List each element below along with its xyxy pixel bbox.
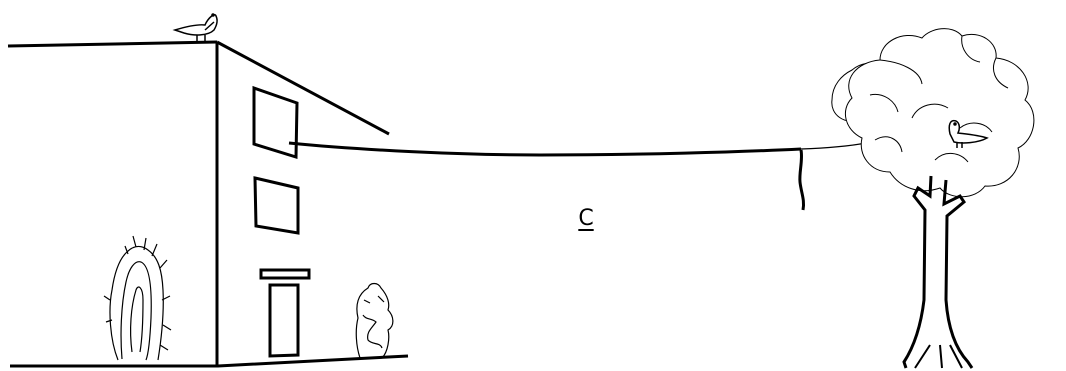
bush-left <box>103 235 172 361</box>
tree-crown <box>831 28 1035 198</box>
tree <box>831 28 1035 369</box>
hanging-cloth <box>798 149 806 211</box>
building-roof-slope <box>216 40 390 136</box>
door <box>268 283 300 358</box>
ground-line <box>10 354 409 368</box>
bird-in-tree <box>948 119 989 148</box>
region-label: C <box>578 206 594 231</box>
clothesline <box>288 141 867 211</box>
window-lower <box>253 176 300 235</box>
door-lintel <box>259 268 311 280</box>
bird-on-roof <box>172 13 218 42</box>
window-upper <box>252 85 299 160</box>
figure-b <box>355 282 394 359</box>
tree-trunk <box>902 175 974 369</box>
building <box>7 40 390 367</box>
building-roof-line <box>7 40 218 48</box>
